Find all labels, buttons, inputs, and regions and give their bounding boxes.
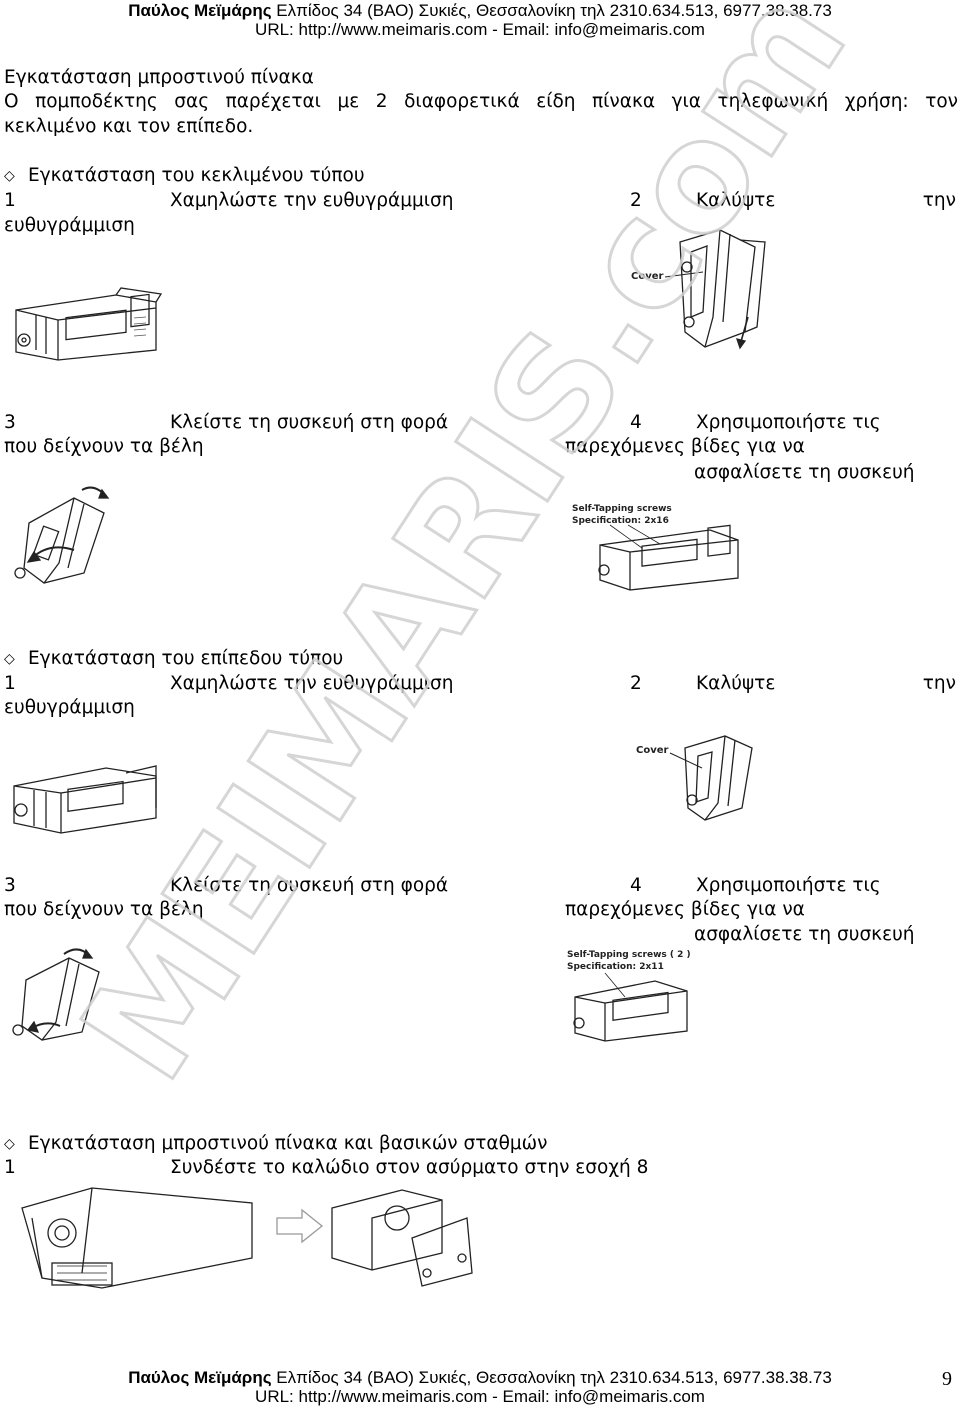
screws-label: Self-Tapping screws — [572, 504, 672, 514]
section2-step4-text-c: ασφαλίσετε τη συσκευή — [694, 924, 915, 945]
section1-step1-num: 1 — [4, 190, 16, 211]
device-lower-bracket-figure — [15, 287, 163, 361]
diamond-bullet-icon: ◇ — [4, 651, 15, 667]
section2-title: ◇Εγκατάσταση του επίπεδου τύπου — [4, 648, 344, 669]
footer-name: Παύλος Μεϊμάρης — [128, 1368, 272, 1387]
section1-step3-num: 3 — [4, 412, 16, 433]
cover-label: Cover — [631, 271, 664, 282]
spec-label: Specification: 2x16 — [572, 516, 669, 526]
page-number: 9 — [942, 1368, 952, 1390]
page-footer: Παύλος Μεϊμάρης Ελπίδος 34 (ΒΑΟ) Συκιές,… — [0, 1369, 960, 1387]
footer-url-line: URL: http://www.meimaris.com - Email: in… — [255, 1387, 705, 1406]
header-address: Ελπίδος 34 (ΒΑΟ) Συκιές, Θεσσαλονίκη τηλ… — [271, 1, 832, 20]
section3-step1-num: 1 — [4, 1157, 16, 1178]
device-close-arrows-figure — [14, 486, 110, 584]
section1-title: ◇Εγκατάσταση του κεκλιμένου τύπου — [4, 165, 365, 186]
diamond-bullet-icon: ◇ — [4, 168, 15, 184]
section2-step2-end: την — [922, 673, 956, 694]
section2-step3-num: 3 — [4, 875, 16, 896]
section1-step2-num: 2 — [630, 190, 642, 211]
flat-close-arrows-figure — [12, 948, 100, 1041]
section2-step4-num: 4 — [630, 875, 642, 896]
section2-step1-text: Χαμηλώστε την ευθυγράμμιση — [170, 673, 454, 694]
intro-line-1: Ο πομποδέκτης σας παρέχεται με 2 διαφορε… — [4, 91, 958, 112]
device-screws-figure: Self-Tapping screws Specification: 2x16 — [572, 504, 739, 591]
flat-cover-figure: Cover — [636, 735, 753, 821]
spec-label: Specification: 2x11 — [567, 962, 664, 972]
section2-step3-text-b: που δείχνουν τα βέλη — [4, 899, 204, 920]
section1-step4-text-c: ασφαλίσετε τη συσκευή — [694, 462, 915, 483]
flat-screws-figure: Self-Tapping screws ( 2 ) Specification:… — [567, 950, 691, 1042]
footer-address: Ελπίδος 34 (ΒΑΟ) Συκιές, Θεσσαλονίκη τηλ… — [271, 1368, 832, 1387]
header-name: Παύλος Μεϊμάρης — [128, 1, 272, 20]
section2-step2-num: 2 — [630, 673, 642, 694]
section2-step2-cont: ευθυγράμμιση — [4, 697, 135, 718]
intro-title: Εγκατάσταση μπροστινού πίνακα — [4, 67, 314, 88]
section1-step3-text-a: Κλείστε τη συσκευή στη φορά — [170, 412, 449, 433]
section2-step2-text: Καλύψτε — [696, 673, 776, 694]
cover-label: Cover — [636, 745, 669, 756]
header-url-line: URL: http://www.meimaris.com - Email: in… — [255, 20, 705, 39]
section2-step4-text-b: παρεχόμενες βίδες για να — [565, 899, 805, 920]
flat-lower-bracket-figure — [13, 765, 157, 834]
screws-label: Self-Tapping screws ( 2 ) — [567, 950, 691, 960]
section3-title: ◇Εγκατάσταση μπροστινού πίνακα και βασικ… — [4, 1133, 548, 1154]
section1-step4-text-a: Χρησιμοποιήστε τις — [696, 412, 881, 433]
section1-step3-text-b: που δείχνουν τα βέλη — [4, 436, 204, 457]
section2-step4-text-a: Χρησιμοποιήστε τις — [696, 875, 881, 896]
page-header: Παύλος Μεϊμάρης Ελπίδος 34 (ΒΑΟ) Συκιές,… — [0, 2, 960, 20]
section2-step1-num: 1 — [4, 673, 16, 694]
section1-step4-text-b: παρεχόμενες βίδες για να — [565, 436, 805, 457]
front-panel-connect-figure — [21, 1187, 473, 1289]
device-cover-figure: Cover — [631, 229, 766, 350]
section2-step3-text-a: Κλείστε τη συσκευή στη φορά — [170, 875, 449, 896]
diamond-bullet-icon: ◇ — [4, 1136, 15, 1152]
section1-step4-num: 4 — [630, 412, 642, 433]
section3-step1-text: Συνδέστε το καλώδιο στον ασύρματο στην ε… — [170, 1157, 649, 1178]
section1-step1-text: Χαμηλώστε την ευθυγράμμιση — [170, 190, 454, 211]
intro-line-2: κεκλιμένο και τον επίπεδο. — [4, 116, 254, 137]
section1-step2-cont: ευθυγράμμιση — [4, 215, 135, 236]
section1-step2-end: την — [922, 190, 956, 211]
section1-step2-text: Καλύψτε — [696, 190, 776, 211]
